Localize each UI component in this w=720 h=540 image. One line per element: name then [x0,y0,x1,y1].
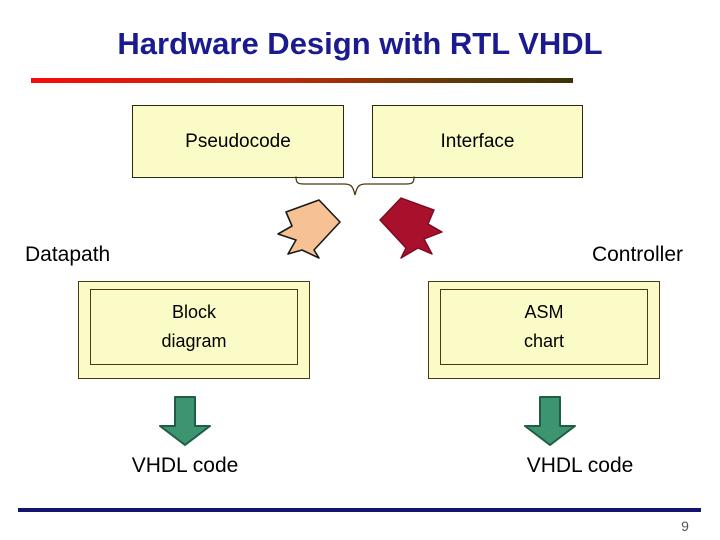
bent-arrow-down-right-icon [379,197,443,259]
page-title: Hardware Design with RTL VHDL [117,26,603,61]
section-label-datapath: Datapath [25,243,111,266]
page-number: 9 [681,518,689,534]
box-pseudocode: Pseudocode [132,105,344,178]
inner-box-asm-chart: ASM chart [440,289,648,365]
box-pseudocode-label: Pseudocode [185,130,291,152]
asm-chart-line2: chart [523,331,565,351]
output-label-datapath-vhdl: VHDL code [131,454,239,477]
inner-box-block-diagram: Block diagram [90,289,298,365]
title-divider-rule [31,78,573,83]
box-interface-label: Interface [440,130,515,152]
asm-chart-line1: ASM [524,301,564,322]
curly-brace-connector-icon [295,176,415,196]
down-arrow-icon-datapath [159,396,211,446]
section-label-controller: Controller [591,243,683,266]
footer-divider-rule [18,508,701,512]
output-label-controller-vhdl: VHDL code [526,454,634,477]
block-diagram-line1: Block [171,301,216,322]
box-interface: Interface [372,105,583,178]
block-diagram-line2: diagram [161,331,227,351]
bent-arrow-down-left-icon [277,199,341,259]
down-arrow-icon-controller [524,396,576,446]
